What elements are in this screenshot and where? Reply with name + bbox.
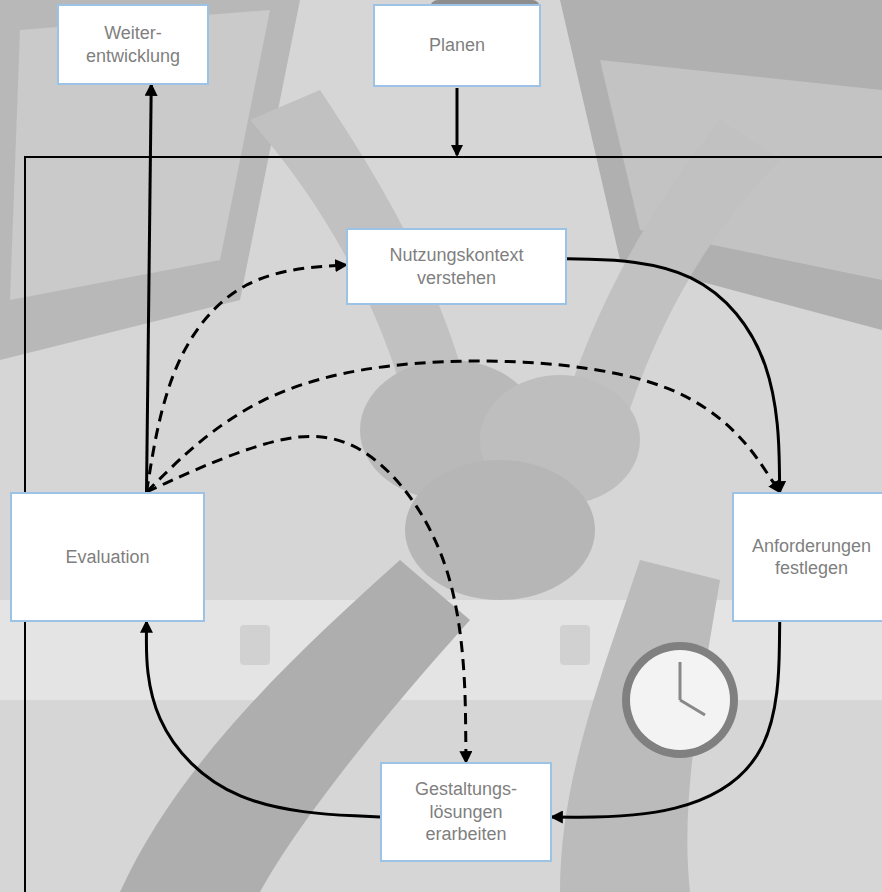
text-holder: Evaluation [55, 540, 159, 575]
box-label: Anforderungen festlegen [744, 535, 879, 580]
process-box: Evaluation [10, 492, 205, 622]
box-label: Evaluation [65, 546, 149, 569]
box-label: Weiter- entwicklung [69, 22, 197, 67]
flow-arrow [146, 622, 380, 817]
box-label: Planen [429, 34, 485, 57]
text-holder: Nutzungskontext verstehen [348, 238, 565, 295]
process-box: Weiter- entwicklung [57, 4, 209, 85]
flow-arrow [567, 259, 780, 492]
plan-arrow [456, 88, 459, 155]
flow-arrow [552, 622, 780, 817]
feedback-arrow [147, 361, 780, 492]
text-holder: Planen [419, 28, 495, 63]
process-box: Planen [373, 4, 541, 87]
flow-arrow [147, 85, 152, 492]
text-holder: Gestaltungs- lösungen erarbeiten [382, 772, 550, 852]
box-label: Nutzungskontext verstehen [358, 244, 555, 289]
text-holder: Anforderungen festlegen [734, 529, 882, 586]
process-box: Anforderungen festlegen [732, 492, 882, 622]
feedback-arrow [147, 265, 347, 492]
process-box: Gestaltungs- lösungen erarbeiten [380, 762, 552, 862]
text-holder: Weiter- entwicklung [59, 16, 207, 73]
box-label: Gestaltungs- lösungen erarbeiten [392, 778, 540, 846]
process-box: Nutzungskontext verstehen [346, 228, 567, 305]
